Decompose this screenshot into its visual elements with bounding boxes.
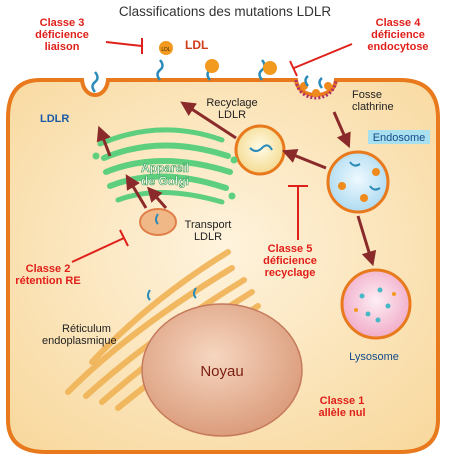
class1-line1: Classe 1 [320,395,365,407]
recyclage-line2: LDLR [218,109,246,121]
class5-inhibit [288,185,308,240]
class2-label: Classe 2 rétention RE [15,263,80,287]
recyclage-line1: Recyclage [206,97,257,109]
reticulum-line1: Réticulum [62,323,111,335]
transport-vesicle [139,208,177,236]
reticulum-line2: endoplasmique [42,335,117,347]
golgi-line2: de Golgi [141,174,189,188]
transport-receptor [155,213,159,225]
nucleus [141,303,303,437]
class3-label: Classe 3 déficience liaison [35,17,89,53]
class2-line2: rétention RE [15,275,80,287]
pathway-arrows [96,101,377,267]
class1-line2: allèle nul [318,407,365,419]
recycling-vesicle [234,124,286,176]
ldl-particle-label: LDL [161,47,170,53]
class3-line2: déficience [35,29,89,41]
er-receptors [147,287,197,301]
class3-inhibit [105,38,143,54]
lysosome [340,268,412,340]
class3-line3: liaison [45,41,80,53]
ldlr-label: LDLR [40,113,69,125]
class1-label: Classe 1 allèle nul [318,395,365,419]
class5-label: Classe 5 déficience recyclage [263,243,317,279]
golgi-apparatus [92,127,238,205]
lysosome-label: Lysosome [349,351,399,363]
class4-inhibit [289,43,353,77]
ldl-particles: LDL [159,41,277,75]
class2-inhibit [71,229,129,263]
transport-line1: Transport [185,219,232,231]
endosome-label: Endosome [373,132,426,144]
fosse-line1: Fosse [352,89,382,101]
fosse-line2: clathrine [352,101,394,113]
nucleus-label: Noyau [200,363,243,380]
class3-line1: Classe 3 [40,17,85,29]
class5-line2: déficience [263,255,317,267]
transport-line2: LDLR [194,231,222,243]
class5-line1: Classe 5 [268,243,313,255]
golgi-line1: Appareil [141,161,189,175]
endosome-label-bg [368,130,430,144]
class4-line1: Classe 4 [376,17,422,29]
class5-line3: recyclage [265,267,316,279]
ldl-label: LDL [185,38,208,52]
class4-line3: endocytose [367,41,428,53]
class4-line2: déficience [371,29,425,41]
endosome [326,150,390,214]
diagram-title: Classifications des mutations LDLR [119,4,332,19]
class4-label: Classe 4 déficience endocytose [367,17,428,53]
class2-line1: Classe 2 [26,263,71,275]
